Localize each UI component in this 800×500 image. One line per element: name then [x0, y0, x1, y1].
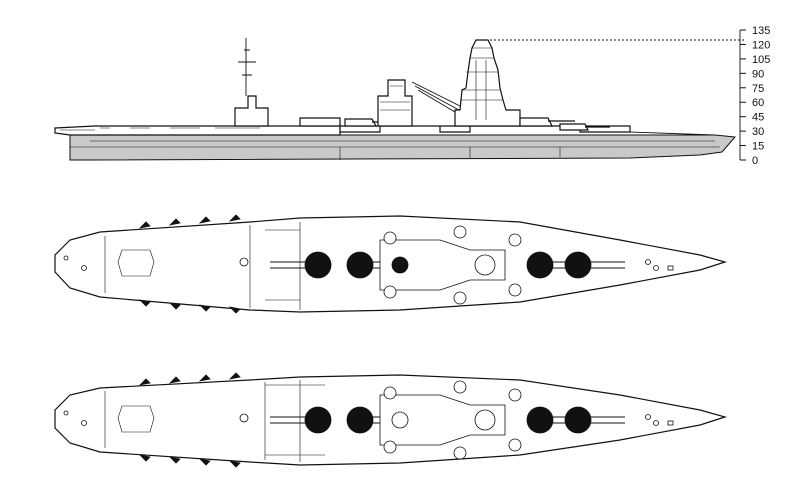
plan-upper-mount [383, 285, 397, 299]
plan-lower-bow-fitting [653, 420, 659, 426]
plan-lower-mount [453, 446, 467, 460]
profile-funnel-detail [380, 85, 410, 111]
plan-lower-turret-1 [564, 406, 592, 434]
plan-lower-centerline [104, 380, 325, 462]
plan-upper-turret-3 [346, 251, 374, 279]
plan-view-lower [54, 372, 728, 468]
plan-upper-funnel [391, 256, 409, 274]
plan-lower-mount [383, 440, 397, 454]
scale-tick-label: 0 [752, 155, 758, 167]
plan-upper-mount [453, 291, 467, 305]
plan-upper-bollard [63, 255, 69, 261]
plan-upper-turret-1 [564, 251, 592, 279]
plan-upper-mount [508, 233, 522, 247]
profile-view [54, 38, 745, 161]
profile-mid-deck [299, 117, 631, 133]
plan-lower-bow-fitting [667, 420, 674, 426]
plan-lower-bollard [63, 410, 69, 416]
plan-upper-pagoda [474, 254, 496, 276]
scale-tick-label: 15 [752, 141, 764, 153]
plan-upper-sponsons [138, 214, 241, 314]
profile-deck [54, 125, 341, 136]
plan-lower-gun-barrels [270, 416, 625, 424]
profile-aft-structure [234, 95, 269, 127]
scale-tick-label: 60 [752, 97, 764, 109]
scale-tick-label: 30 [752, 126, 764, 138]
height-scale: 135 120 105 90 75 60 45 30 15 0 [739, 25, 770, 167]
plan-lower-funnel [391, 411, 409, 429]
plan-lower-sponsons [138, 372, 241, 468]
plan-upper-mount [508, 283, 522, 297]
plan-upper-mount [383, 231, 397, 245]
plan-lower-turret-2 [526, 406, 554, 434]
scale-tick-label: 135 [752, 25, 770, 37]
scale-tick-label: 90 [752, 68, 764, 80]
plan-upper-aft-hatch [117, 249, 155, 277]
plan-lower-bow-fitting [645, 414, 651, 420]
profile-hull-lines [70, 140, 720, 160]
plan-lower-mount [508, 388, 522, 402]
plan-upper-turret-4 [304, 251, 332, 279]
plan-lower-pagoda [474, 409, 496, 431]
profile-funnel-structure [377, 79, 413, 127]
profile-pagoda-detail [460, 47, 503, 120]
scale-tick-label: 105 [752, 54, 770, 66]
plan-upper-bollard [81, 265, 87, 271]
profile-hull [69, 134, 737, 161]
plan-view-upper [54, 214, 728, 314]
plan-upper-bow-fitting [653, 265, 659, 271]
scale-tick-label: 75 [752, 83, 764, 95]
plan-upper-gun-barrels [270, 261, 625, 269]
plan-lower-turret-4 [304, 406, 332, 434]
plan-lower-superstructure [379, 394, 506, 446]
profile-bow [629, 131, 716, 136]
plan-lower-bollard [81, 420, 87, 426]
plan-lower-mount [508, 438, 522, 452]
profile-mainmast [238, 38, 256, 96]
plan-upper-superstructure [379, 239, 506, 291]
plan-lower-aft-hatch [117, 405, 155, 433]
profile-deck-detail [60, 127, 260, 131]
plan-lower-bollard [239, 413, 249, 423]
plan-lower-mount [453, 380, 467, 394]
scale-tick-label: 120 [752, 39, 770, 51]
profile-turret-1 [559, 123, 610, 131]
plan-upper-bow-fitting [667, 265, 674, 271]
plan-upper-turret-2 [526, 251, 554, 279]
plan-upper-centerline [104, 222, 301, 310]
plan-upper-mount [453, 225, 467, 239]
plan-upper-bollard [239, 257, 249, 267]
plan-upper-bow-fitting [645, 259, 651, 265]
plan-lower-mount [383, 386, 397, 400]
profile-pagoda-mast [454, 39, 521, 127]
profile-turret-2 [519, 117, 575, 127]
scale-tick-label: 45 [752, 112, 764, 124]
plan-lower-turret-3 [346, 406, 374, 434]
